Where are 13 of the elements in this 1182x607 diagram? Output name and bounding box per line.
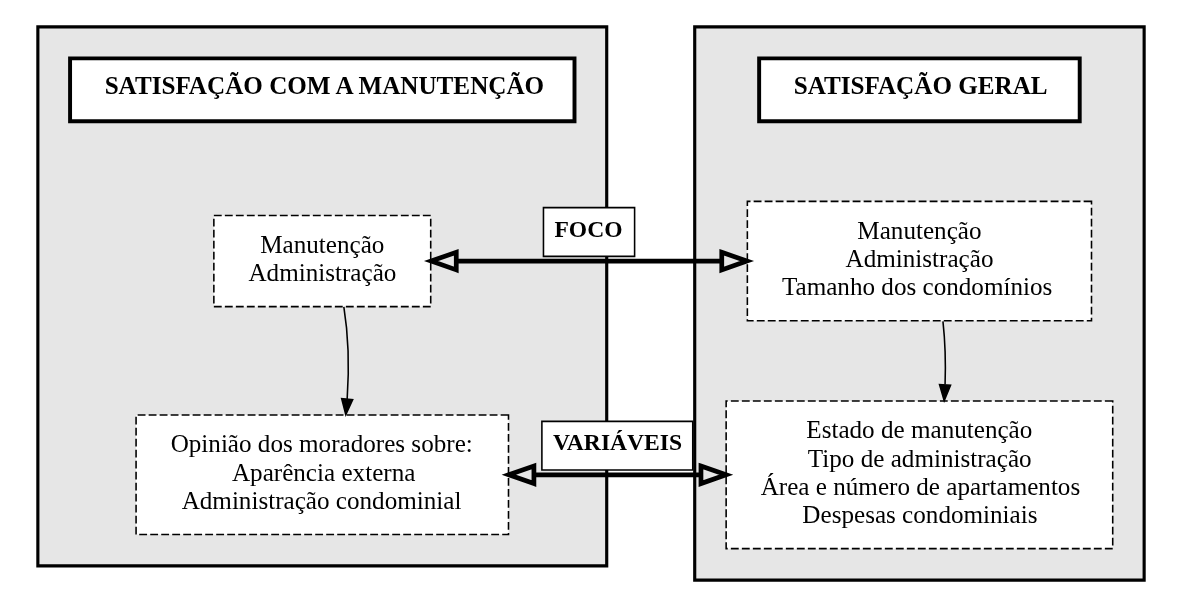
node-box: Manutenção Administração [213, 214, 432, 308]
node-box: SATISFAÇÃO GERAL [757, 56, 1082, 124]
node-box: SATISFAÇÃO COM A MANUTENÇÃO [68, 56, 577, 124]
node-box: Manutenção Administração Tamanho dos condomínios [746, 200, 1093, 322]
arrow [340, 306, 354, 418]
edge-label: VARIÁVEIS [552, 429, 683, 456]
arrow [938, 320, 952, 403]
node-box: Estado de manutenção Tipo de administração Área e número de apartamentos Despesas condominiais [725, 400, 1114, 550]
node-box: Opinião dos moradores sobre: Aparência externa Administração condominial [135, 414, 510, 536]
arrow [501, 462, 734, 487]
cluster [693, 25, 1146, 582]
arrow [424, 248, 755, 274]
edge-label: FOCO [554, 215, 623, 242]
